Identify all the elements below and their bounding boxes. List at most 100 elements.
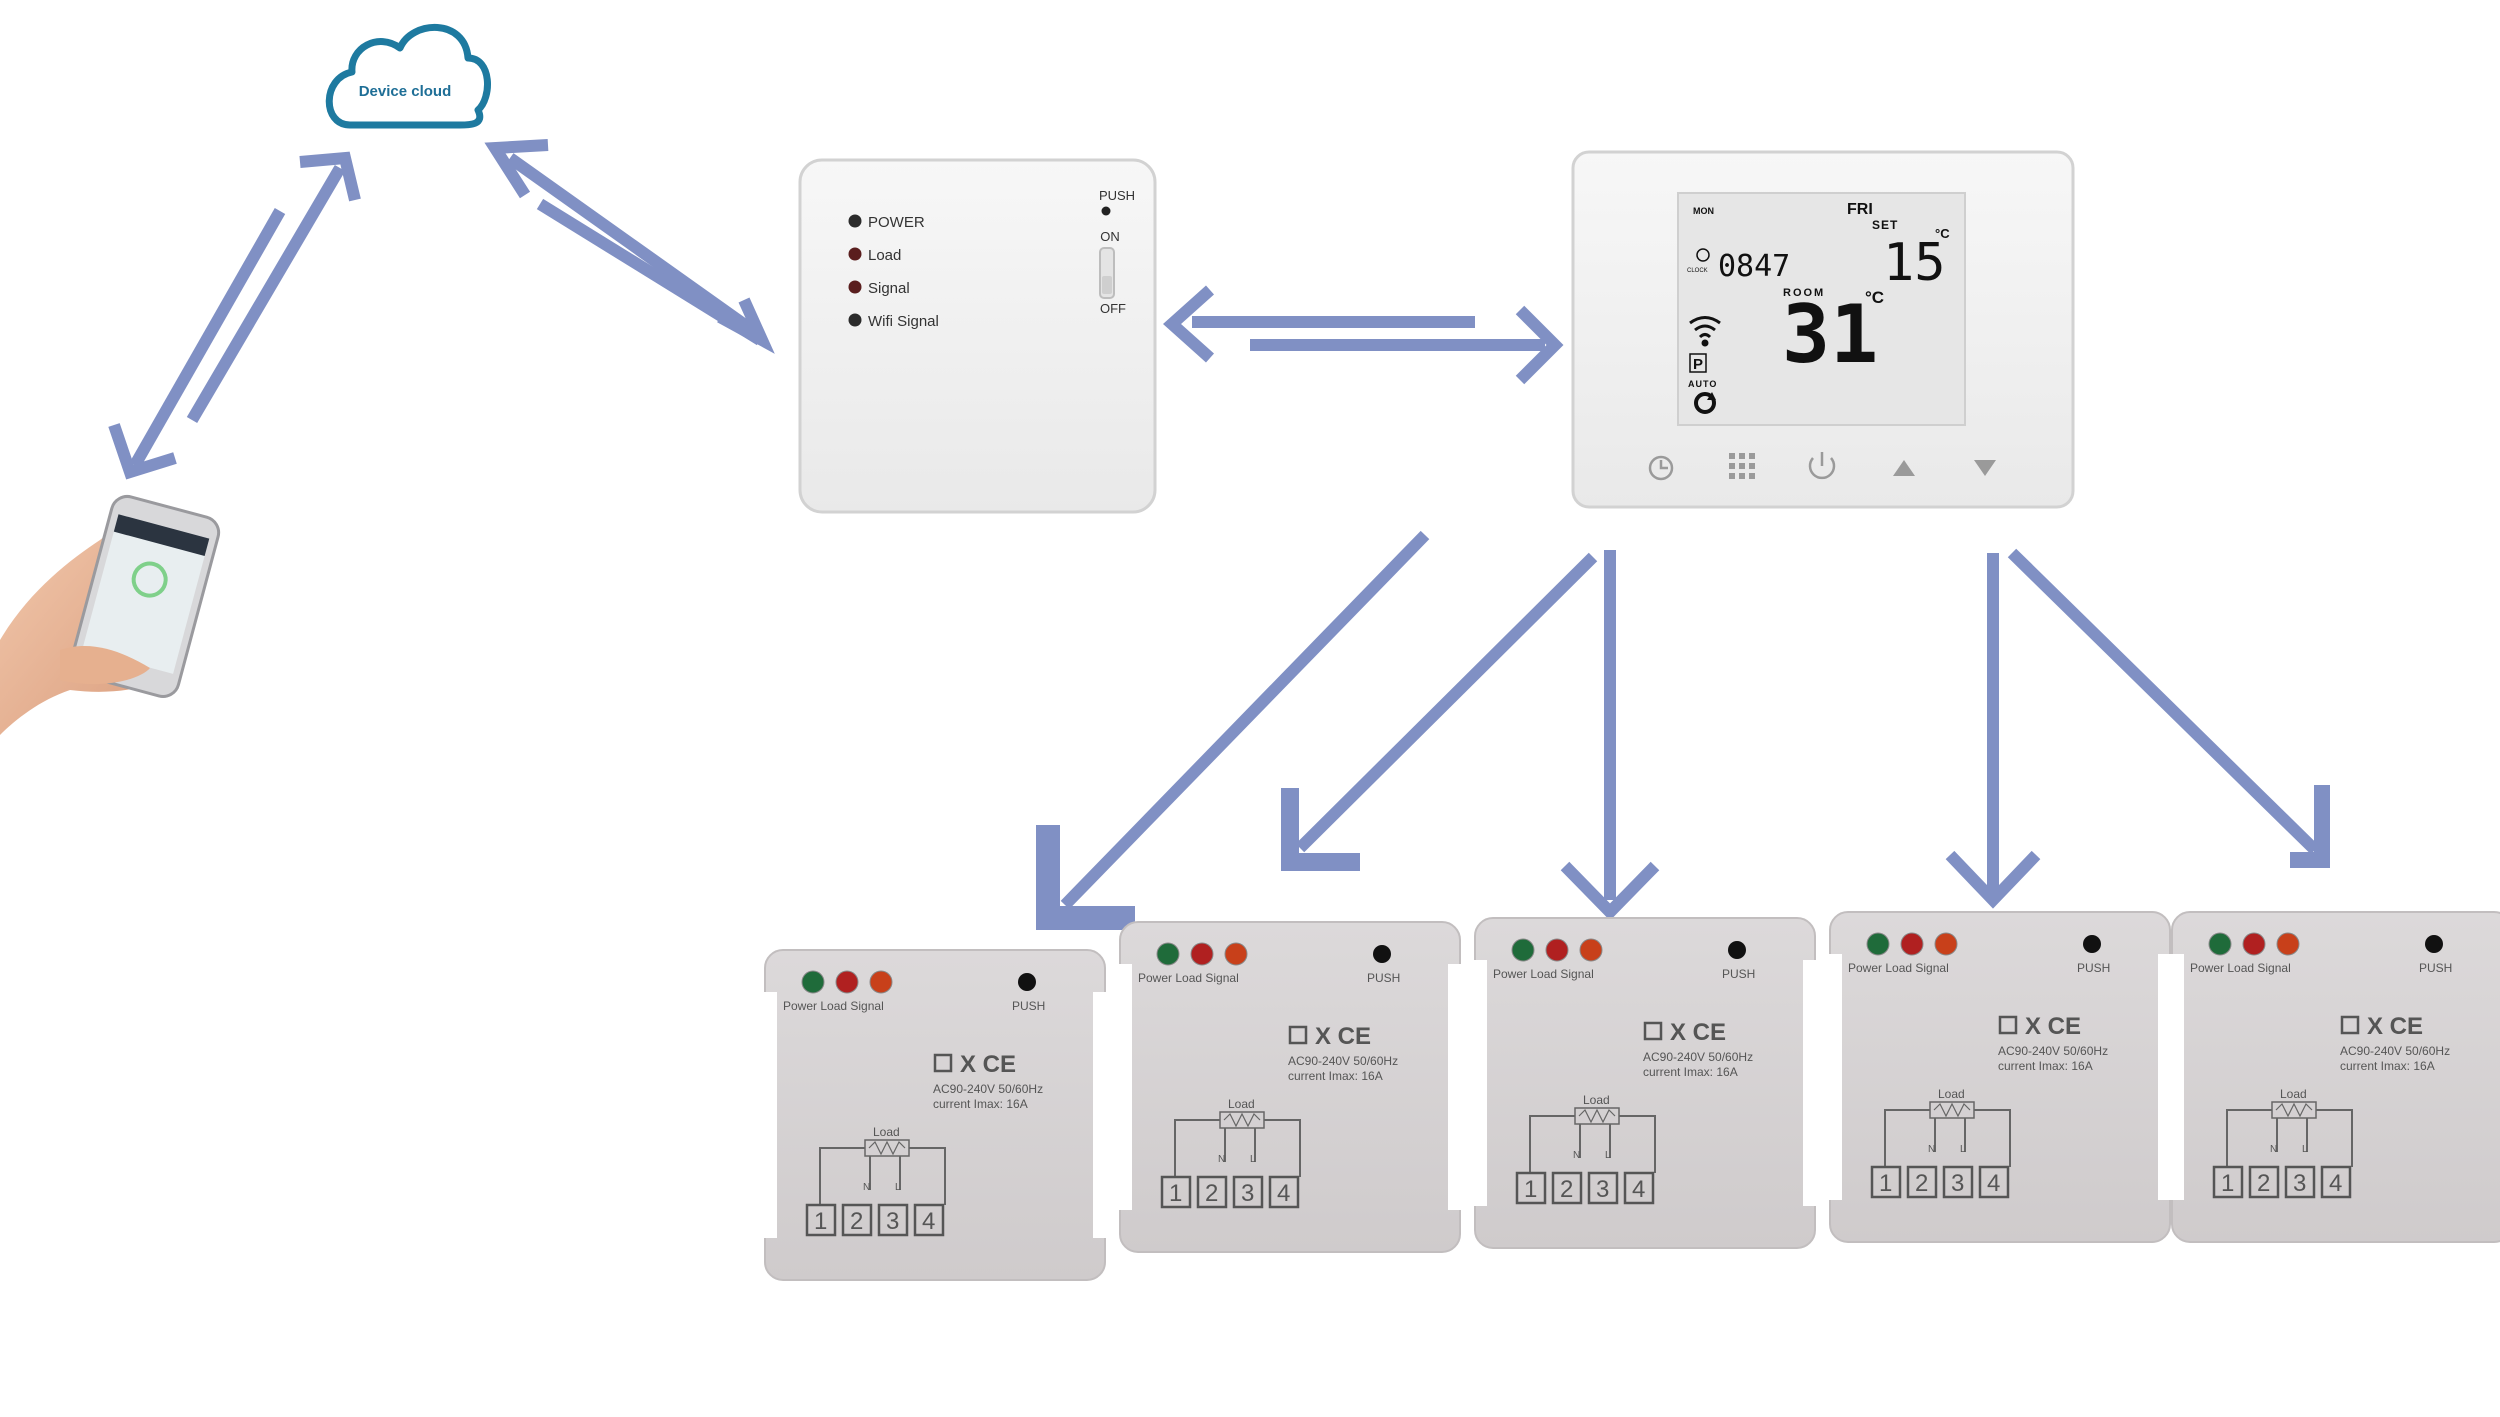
- indicator-label: Load: [868, 247, 901, 264]
- rating-current: current Imax: 16A: [1643, 1065, 1738, 1079]
- terminal: [1232, 1175, 1264, 1209]
- wire-label-l: L: [895, 1182, 901, 1193]
- push-button[interactable]: [1373, 945, 1391, 963]
- status-led: [1190, 942, 1214, 966]
- menu-grid-icon[interactable]: [1729, 453, 1755, 479]
- wifi-gateway: POWER Load Signal Wifi Signal PUSH ON OF…: [798, 158, 1157, 514]
- set-temperature: 15: [1883, 233, 1946, 293]
- on-label: ON: [1100, 229, 1120, 244]
- arrow-to-receiver-5: [2007, 548, 2330, 868]
- led-labels: Power Load Signal: [1848, 961, 1949, 975]
- push-button[interactable]: [2083, 935, 2101, 953]
- room-unit: °C: [1865, 288, 1884, 307]
- load-label: Load: [2280, 1087, 2307, 1101]
- rating-voltage: AC90-240V 50/60Hz: [1998, 1044, 2108, 1058]
- load-label: Load: [873, 1125, 900, 1139]
- status-led: [1934, 932, 1958, 956]
- double-insulation-icon: [1288, 1025, 1308, 1045]
- room-temperature: 31: [1782, 288, 1878, 381]
- terminal-number: 3: [1241, 1180, 1254, 1207]
- smartphone-in-hand: [0, 494, 221, 735]
- arrow-to-receiver-4: [1945, 553, 2041, 909]
- clock-time: 0847: [1718, 249, 1790, 284]
- terminal: [1942, 1165, 1974, 1199]
- set-label: SET: [1872, 218, 1898, 232]
- receiver-details: Power Load Signal PUSH X CE AC90-240V 50/60…: [1848, 932, 2110, 1199]
- arrow-to-receiver-3: [1560, 550, 1660, 921]
- rating-voltage: AC90-240V 50/60Hz: [933, 1082, 1043, 1096]
- power-button[interactable]: [1808, 452, 1836, 480]
- double-insulation-icon: [2340, 1015, 2360, 1035]
- terminal-number: 4: [922, 1208, 935, 1235]
- led-labels: Power Load Signal: [783, 999, 884, 1013]
- rating-voltage: AC90-240V 50/60Hz: [2340, 1044, 2450, 1058]
- double-insulation-icon: [1998, 1015, 2018, 1035]
- push-button[interactable]: [2425, 935, 2443, 953]
- thermostat: MON FRI SET 15 °C CLOCK 0847 ROOM 31 °C …: [1571, 150, 2075, 509]
- terminal-number: 2: [1560, 1176, 1573, 1203]
- double-insulation-icon: [933, 1053, 953, 1073]
- push-label: PUSH: [1367, 971, 1400, 985]
- terminal: [1870, 1165, 1902, 1199]
- terminal: [2320, 1165, 2352, 1199]
- terminal-number: 4: [1632, 1176, 1645, 1203]
- certification-marks: X CE: [2025, 1013, 2081, 1040]
- receiver-details: Power Load Signal PUSH X CE AC90-240V 50/60…: [783, 970, 1045, 1237]
- terminal-number: 1: [2221, 1170, 2234, 1197]
- status-led: [1545, 938, 1569, 962]
- indicator-label: Wifi Signal: [868, 313, 939, 330]
- push-label: PUSH: [2077, 961, 2110, 975]
- load-label: Load: [1228, 1097, 1255, 1111]
- clock-button[interactable]: [1648, 455, 1674, 481]
- arrow-cloud-gateway: [484, 139, 775, 354]
- push-label: PUSH: [1722, 967, 1755, 981]
- clock-icon: [1696, 248, 1710, 262]
- terminal: [2248, 1165, 2280, 1199]
- push-label: PUSH: [1012, 999, 1045, 1013]
- terminal-number: 2: [850, 1208, 863, 1235]
- terminal-number: 2: [1915, 1170, 1928, 1197]
- certification-marks: X CE: [1315, 1023, 1371, 1050]
- clock-label: CLOCK: [1687, 268, 1708, 274]
- arrows: [108, 139, 2330, 930]
- set-unit: °C: [1935, 226, 1950, 241]
- push-button[interactable]: [1101, 206, 1111, 216]
- certification-marks: X CE: [960, 1051, 1016, 1078]
- push-button[interactable]: [1728, 941, 1746, 959]
- status-led: [2208, 932, 2232, 956]
- status-led: [1866, 932, 1890, 956]
- signal-led: [848, 280, 862, 294]
- terminal-number: 1: [814, 1208, 827, 1235]
- terminal: [877, 1203, 909, 1237]
- load-led: [848, 247, 862, 261]
- double-insulation-icon: [1643, 1021, 1663, 1041]
- terminal-number: 1: [1169, 1180, 1182, 1207]
- arrow-to-receiver-1: [1036, 530, 1430, 930]
- terminal: [2212, 1165, 2244, 1199]
- certification-marks: X CE: [2367, 1013, 2423, 1040]
- terminal: [805, 1203, 837, 1237]
- rating-current: current Imax: 16A: [1998, 1059, 2093, 1073]
- status-led: [1224, 942, 1248, 966]
- terminal-number: 3: [1951, 1170, 1964, 1197]
- device-cloud: Device cloud: [325, 24, 491, 129]
- wire-label-n: N: [2270, 1144, 2277, 1155]
- off-label: OFF: [1100, 301, 1126, 316]
- rating-voltage: AC90-240V 50/60Hz: [1288, 1054, 1398, 1068]
- terminal: [1587, 1171, 1619, 1205]
- push-button[interactable]: [1018, 973, 1036, 991]
- power-led: [848, 214, 862, 228]
- up-arrow-button[interactable]: [1893, 460, 1915, 476]
- down-arrow-button[interactable]: [1974, 460, 1996, 476]
- power-icon: [131, 561, 168, 598]
- room-label: ROOM: [1783, 287, 1825, 299]
- day-right: FRI: [1847, 201, 1873, 218]
- indicator-label: POWER: [868, 214, 925, 231]
